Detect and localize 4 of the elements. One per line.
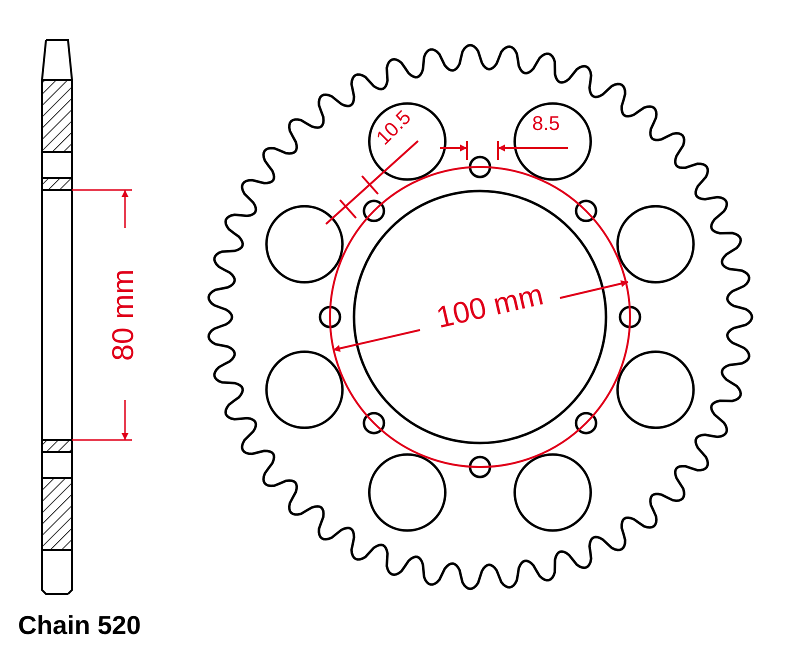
dimension-label: 8.5 (531, 114, 561, 134)
chain-label: Chain 520 (18, 612, 141, 638)
dimension-label: 80 mm (109, 268, 139, 363)
dimension-label: 100 mm (432, 277, 548, 337)
